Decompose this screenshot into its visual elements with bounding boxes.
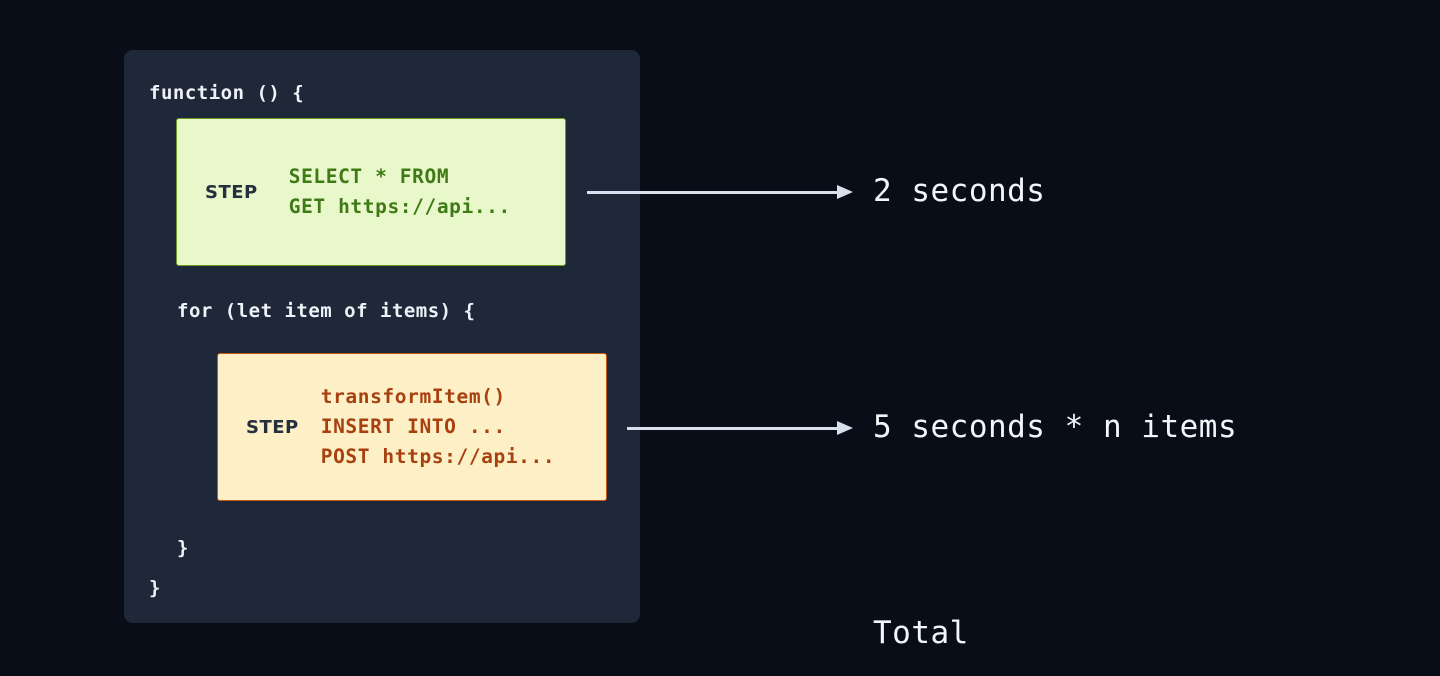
total-summary: Total 100 items = 502 seconds [873, 533, 1314, 676]
arrow-shaft [627, 427, 839, 430]
annotation-step-2-duration: 5 seconds * n items [873, 409, 1238, 445]
step-box-transform[interactable]: STEP transformItem() INSERT INTO ... POS… [217, 353, 607, 501]
code-line-function-open: function () { [149, 82, 305, 104]
arrow-head [837, 185, 853, 199]
step-box-query[interactable]: STEP SELECT * FROM GET https://api... [176, 118, 566, 266]
step-body-text: transformItem() INSERT INTO ... POST htt… [320, 385, 556, 468]
step-tag-label: STEP [205, 181, 258, 203]
code-line-for-open: for (let item of items) { [177, 300, 476, 322]
arrow-shaft [587, 191, 839, 194]
step-tag-label: STEP [246, 416, 299, 438]
code-line-function-close: } [149, 577, 161, 599]
total-label: Total [873, 615, 969, 651]
step-body-text: SELECT * FROM GET https://api... [288, 165, 511, 218]
annotation-step-1-duration: 2 seconds [873, 173, 1046, 209]
arrow-head [837, 421, 853, 435]
code-line-for-close: } [177, 537, 189, 559]
